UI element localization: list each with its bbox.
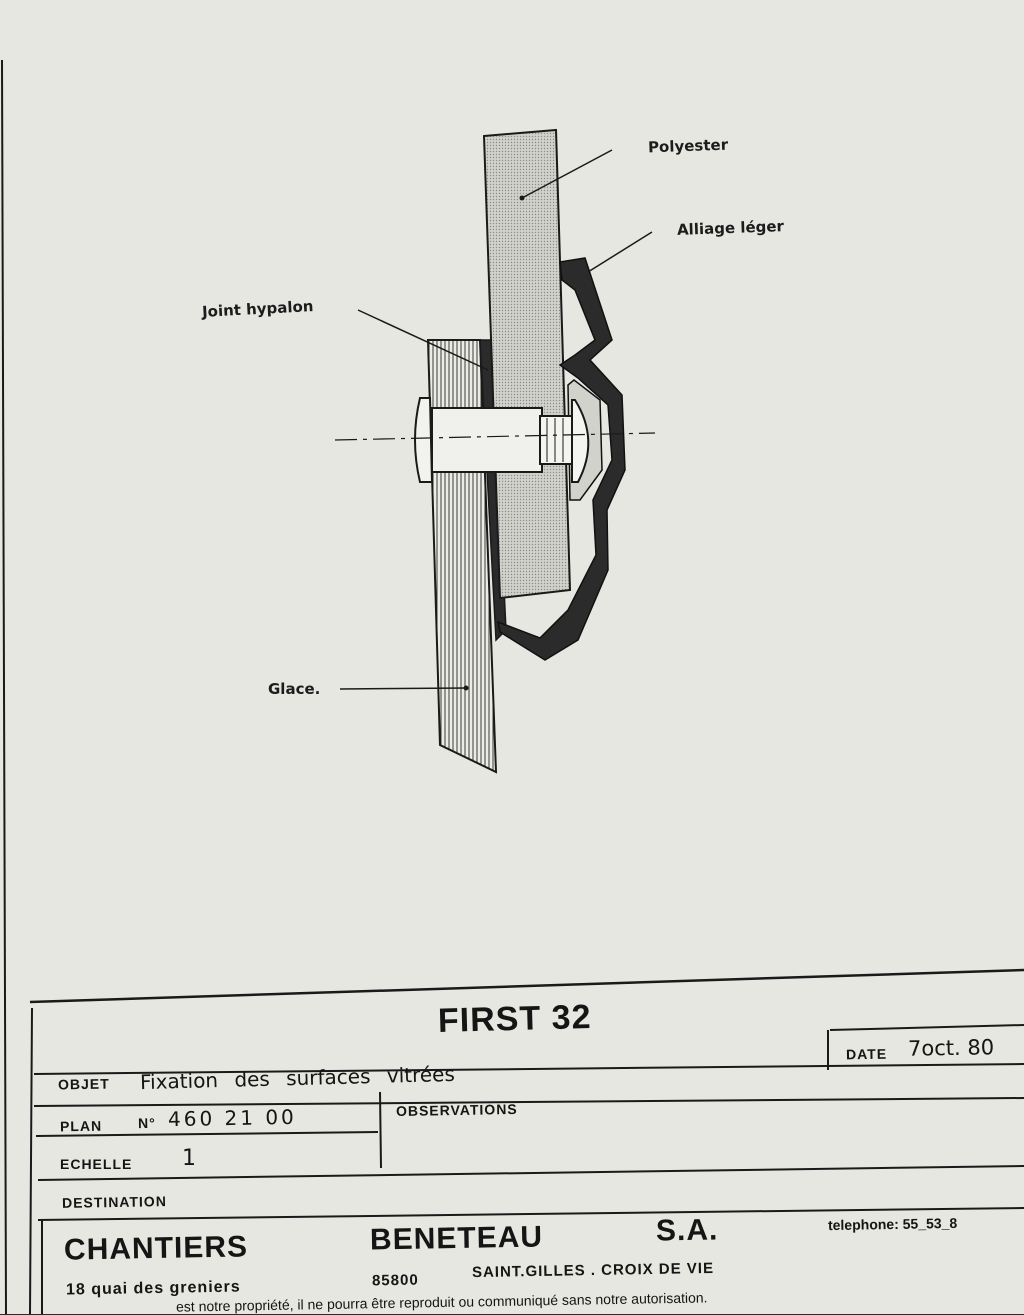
plan-prefix: N°: [137, 1114, 156, 1132]
company-word2: BENETEAU: [369, 1220, 544, 1257]
label-glass: Glace.: [268, 680, 321, 698]
bolt-nut: [571, 399, 590, 483]
company-word3: S.A.: [655, 1213, 719, 1248]
polyester-section: [482, 128, 572, 600]
bolt-shank: [431, 407, 543, 473]
bolt-thread: [539, 415, 576, 465]
object-label: OBJET: [57, 1075, 110, 1093]
scale-value: 1: [182, 1146, 196, 1171]
date-label: DATE: [845, 1045, 888, 1063]
plan-value: 460 21 00: [167, 1104, 297, 1132]
observations-label: OBSERVATIONS: [395, 1100, 518, 1120]
center-line: [334, 432, 656, 441]
company-word1: CHANTIERS: [63, 1230, 249, 1267]
address-postcode: 85800: [371, 1271, 419, 1290]
phone-number: telephone: 55_53_8: [827, 1214, 958, 1234]
bolt-head: [414, 397, 434, 483]
date-value: 7oct. 80: [907, 1035, 995, 1061]
label-alloy: Alliage léger: [676, 217, 785, 239]
alloy-profile: [496, 257, 626, 661]
scale-label: ECHELLE: [60, 1156, 133, 1172]
title-block-frame: [1, 59, 1024, 1314]
plan-label: PLAN: [59, 1117, 103, 1135]
label-polyester: Polyester: [647, 135, 729, 157]
project-title: FIRST 32: [437, 997, 592, 1041]
address-street: 18 quai des greniers: [65, 1278, 241, 1299]
destination-label: DESTINATION: [61, 1193, 167, 1211]
